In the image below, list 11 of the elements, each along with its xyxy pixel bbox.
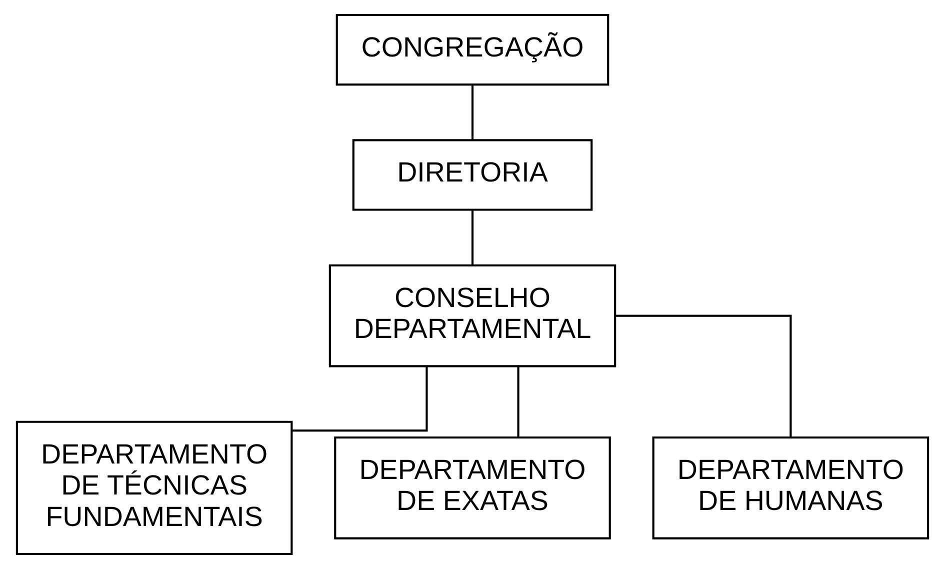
connector — [471, 210, 474, 265]
node-box: CONSELHO DEPARTAMENTAL — [328, 264, 616, 368]
connector — [517, 366, 520, 437]
connector — [471, 84, 474, 140]
node-box: CONGREGAÇÃO — [336, 14, 610, 86]
node-box: DIRETORIA — [352, 139, 593, 211]
node-box: DEPARTAMENTO DE EXATAS — [334, 436, 611, 540]
node-box: DEPARTAMENTO DE HUMANAS — [652, 436, 930, 540]
connector — [292, 366, 428, 432]
connector — [615, 314, 792, 438]
node-box: DEPARTAMENTO DE TÉCNICAS FUNDAMENTAIS — [16, 420, 293, 556]
